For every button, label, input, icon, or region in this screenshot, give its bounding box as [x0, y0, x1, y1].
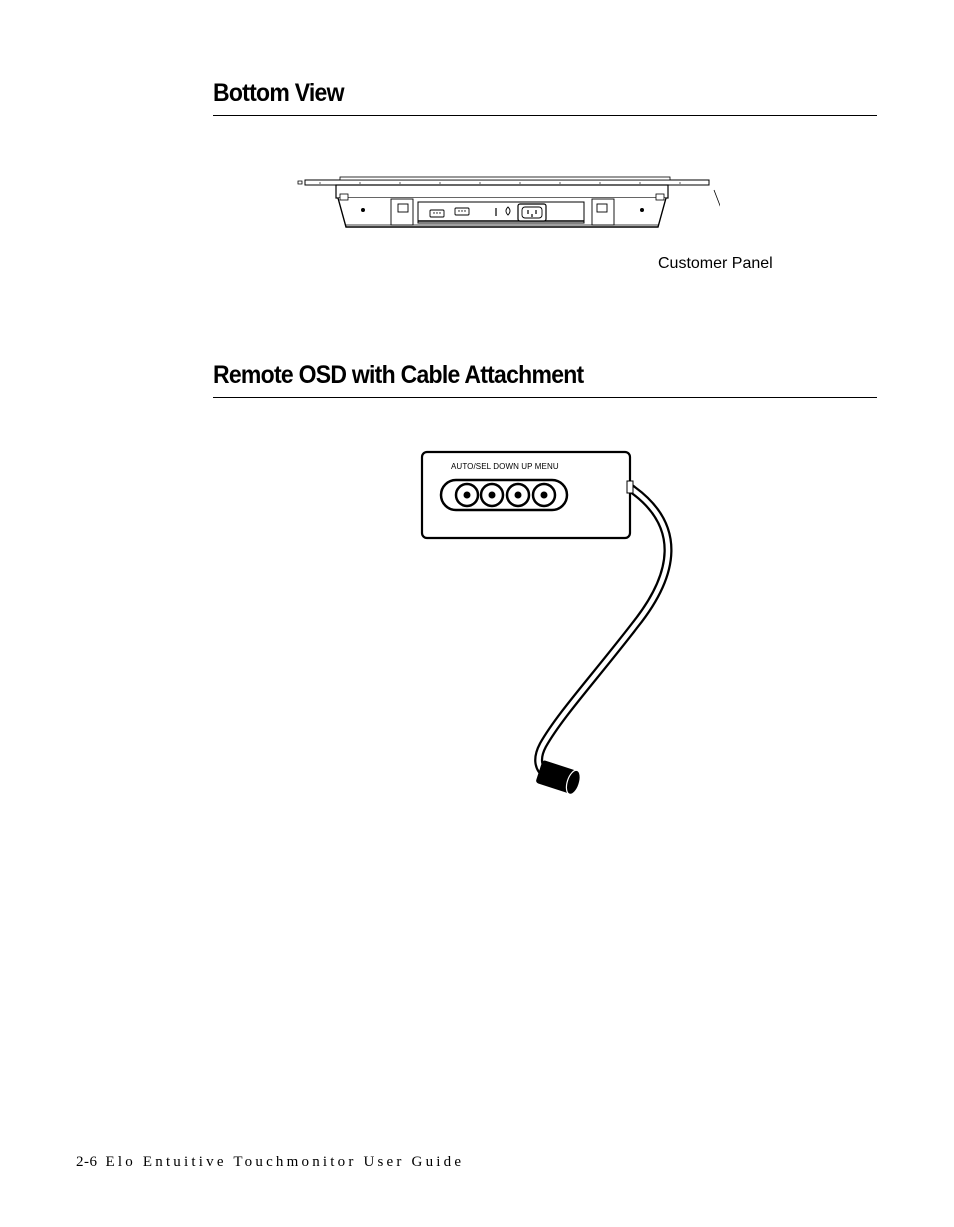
osd-button-labels: AUTO/SEL DOWN UP MENU: [451, 462, 559, 471]
page-number: 2-6: [76, 1154, 98, 1170]
customer-panel-callout: Customer Panel: [658, 255, 773, 272]
guide-title: Elo Entuitive Touchmonitor User Guide: [105, 1154, 465, 1170]
remote-osd-diagram: [420, 450, 673, 795]
heading-rule: [213, 397, 877, 398]
section-heading-bottom-view: Bottom View: [213, 79, 345, 107]
page-footer: 2-6 Elo Entuitive Touchmonitor User Guide: [76, 1154, 464, 1171]
heading-rule: [213, 115, 877, 116]
section-heading-remote-osd: Remote OSD with Cable Attachment: [213, 361, 584, 389]
bottom-view-diagram: [297, 176, 720, 228]
